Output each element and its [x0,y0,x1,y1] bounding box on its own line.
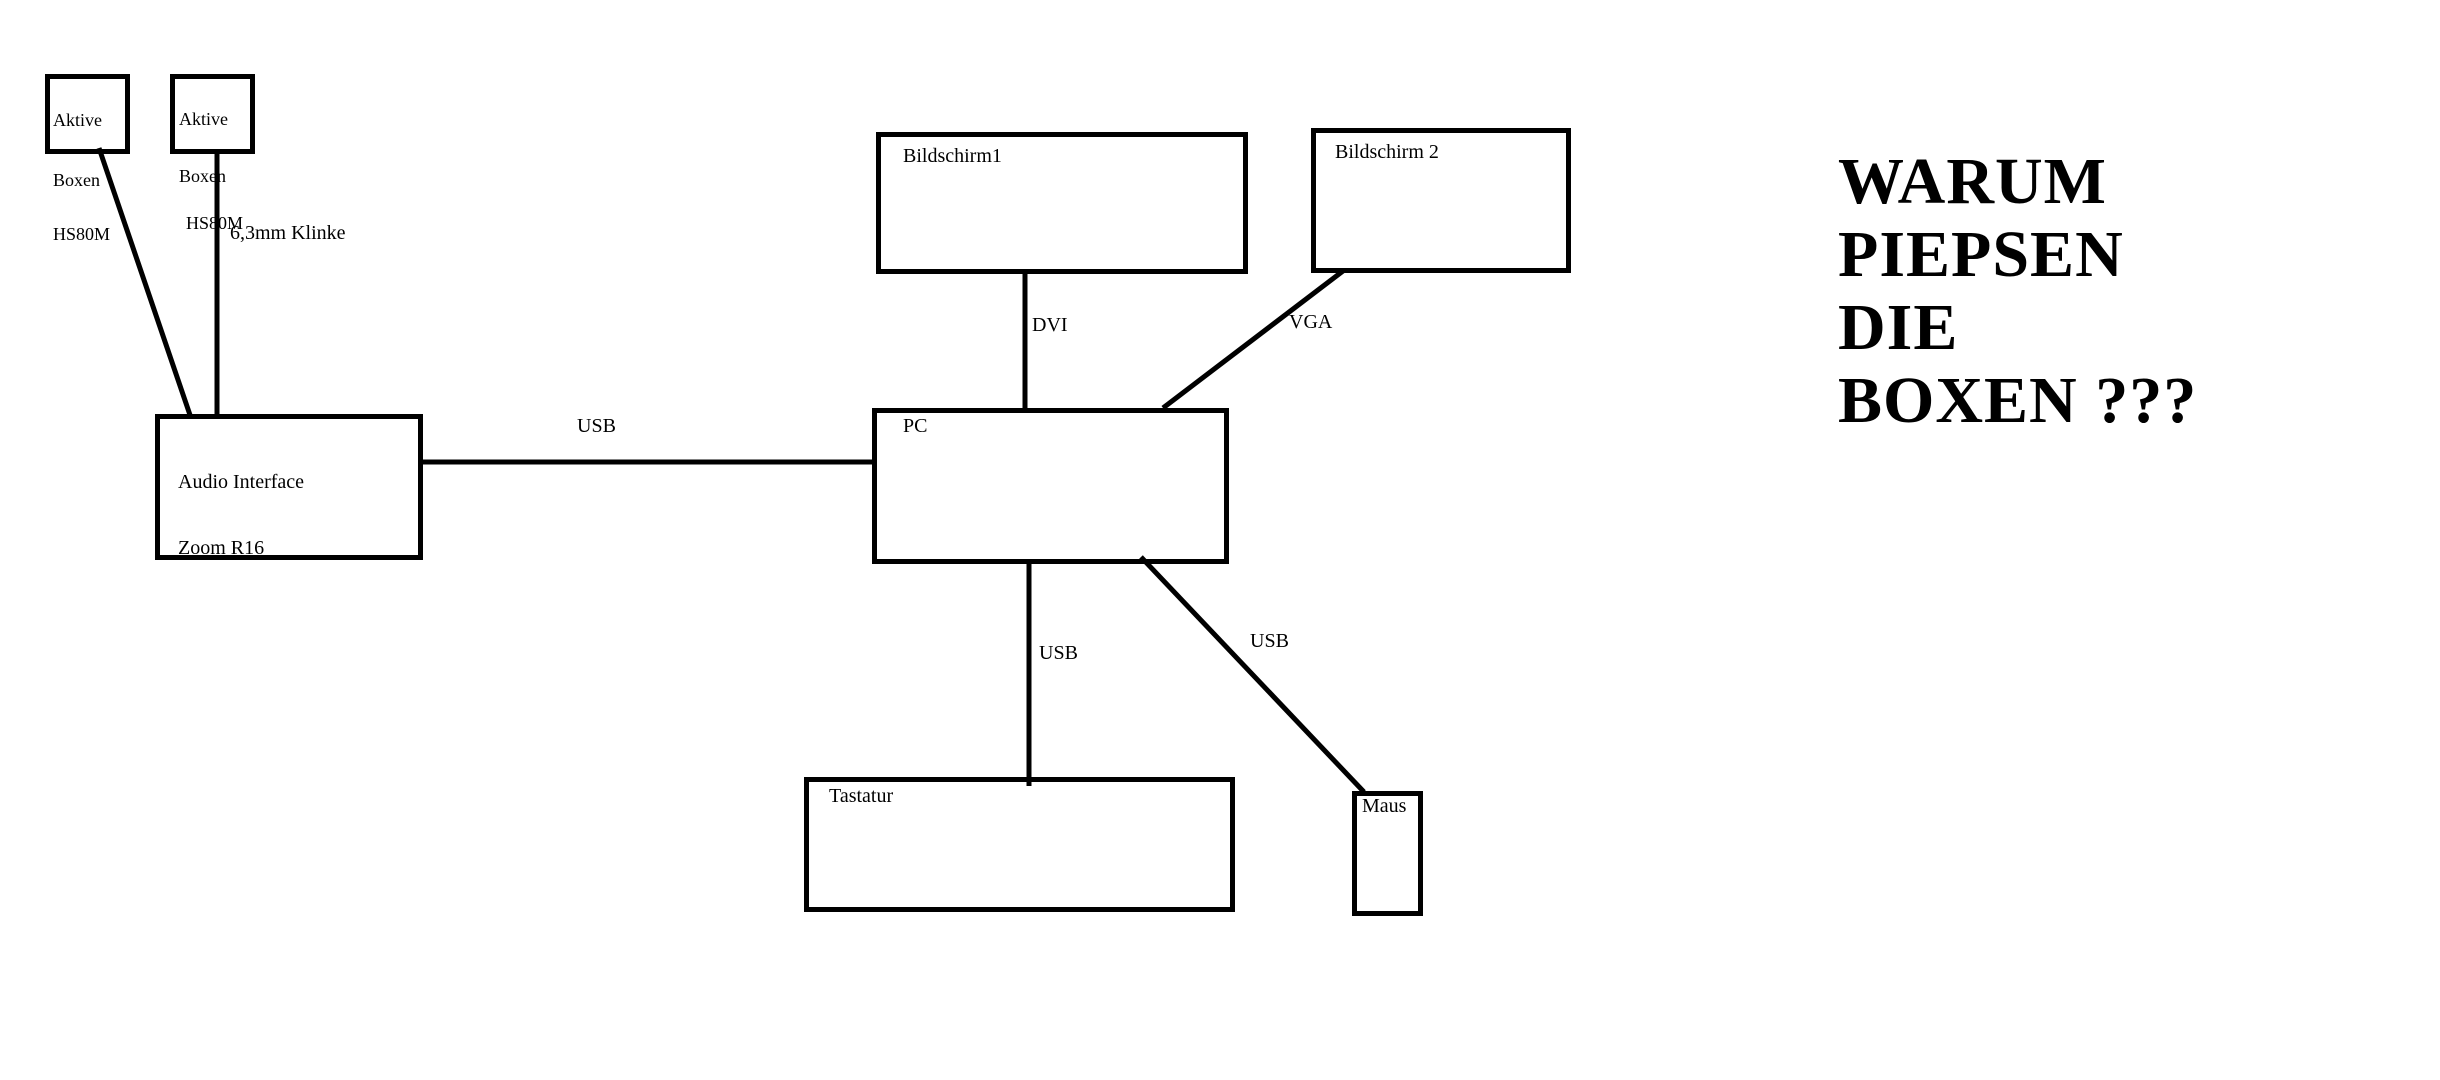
pc-label: PC [903,415,928,437]
speaker-left-label-line2: Boxen [53,170,100,190]
cable-label-dvi: DVI [1032,314,1068,336]
pc-box [872,408,1229,564]
speaker-left-box [45,74,130,154]
cable-label-vga: VGA [1289,311,1333,333]
headline-line2: PIEPSEN [1838,218,2124,291]
speaker-right-box [170,74,255,154]
keyboard-box [804,777,1235,912]
headline-question: WARUM PIEPSEN DIE BOXEN ??? [1838,145,2197,437]
keyboard-label: Tastatur [829,785,894,807]
mouse-box [1352,791,1423,916]
audio-interface-label-line1: Audio Interface [178,471,305,493]
speaker-left-label: Aktive Boxen HS80M [53,75,110,279]
speaker-right-label-line3: HS80M [186,213,244,233]
audio-interface-label-line2: Zoom R16 [178,537,265,559]
speaker-right-label: Aktive Boxen HS80M [179,74,243,268]
monitor1-label: Bildschirm1 [903,145,1002,167]
cable-label-interface-usb: USB [577,415,616,437]
headline-line4: BOXEN ??? [1838,364,2198,437]
monitor1-box [876,132,1248,274]
monitor2-box [1311,128,1571,273]
headline-line3: DIE [1838,291,1959,364]
cable-pc-to-mouse [1139,555,1366,794]
cable-speaker-left-to-interface [96,147,193,416]
audio-interface-box [155,414,423,560]
mouse-label: Maus [1362,795,1407,817]
headline-line1: WARUM [1838,145,2107,218]
cable-label-keyboard-usb: USB [1039,642,1078,664]
speaker-left-label-line3: HS80M [53,224,111,244]
cable-label-mouse-usb: USB [1250,630,1289,652]
cable-pc-to-monitor2 [1161,269,1345,410]
cable-label-klinke: 6,3mm Klinke [230,222,346,244]
speaker-left-label-line1: Aktive [53,110,102,130]
monitor2-label: Bildschirm 2 [1335,141,1439,163]
speaker-right-label-line2: Boxen [179,166,226,186]
speaker-right-label-line1: Aktive [179,109,228,129]
audio-interface-label: Audio Interface Zoom R16 [178,427,304,603]
